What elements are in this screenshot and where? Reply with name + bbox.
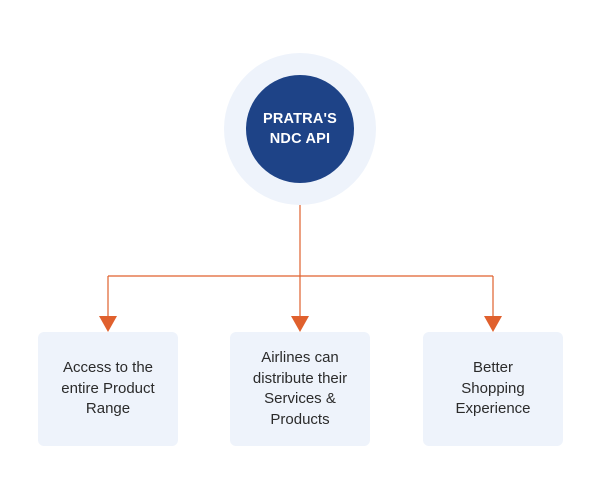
hub-label: PRATRA'S NDC API — [262, 111, 338, 147]
outcome-card-distribution: Airlines can distribute their Services &… — [230, 332, 370, 446]
arrowhead-left — [99, 316, 117, 332]
arrowhead-right — [484, 316, 502, 332]
hub-node: PRATRA'S NDC API — [246, 75, 354, 183]
outcome-card-shopping-experience: Better Shopping Experience — [423, 332, 563, 446]
outcome-label: Better Shopping Experience — [455, 359, 531, 418]
outcome-label: Access to the entire Product Range — [61, 359, 155, 418]
arrowhead-center — [291, 316, 309, 332]
outcome-label: Airlines can distribute their Services &… — [252, 349, 348, 428]
outcome-card-product-range: Access to the entire Product Range — [38, 332, 178, 446]
